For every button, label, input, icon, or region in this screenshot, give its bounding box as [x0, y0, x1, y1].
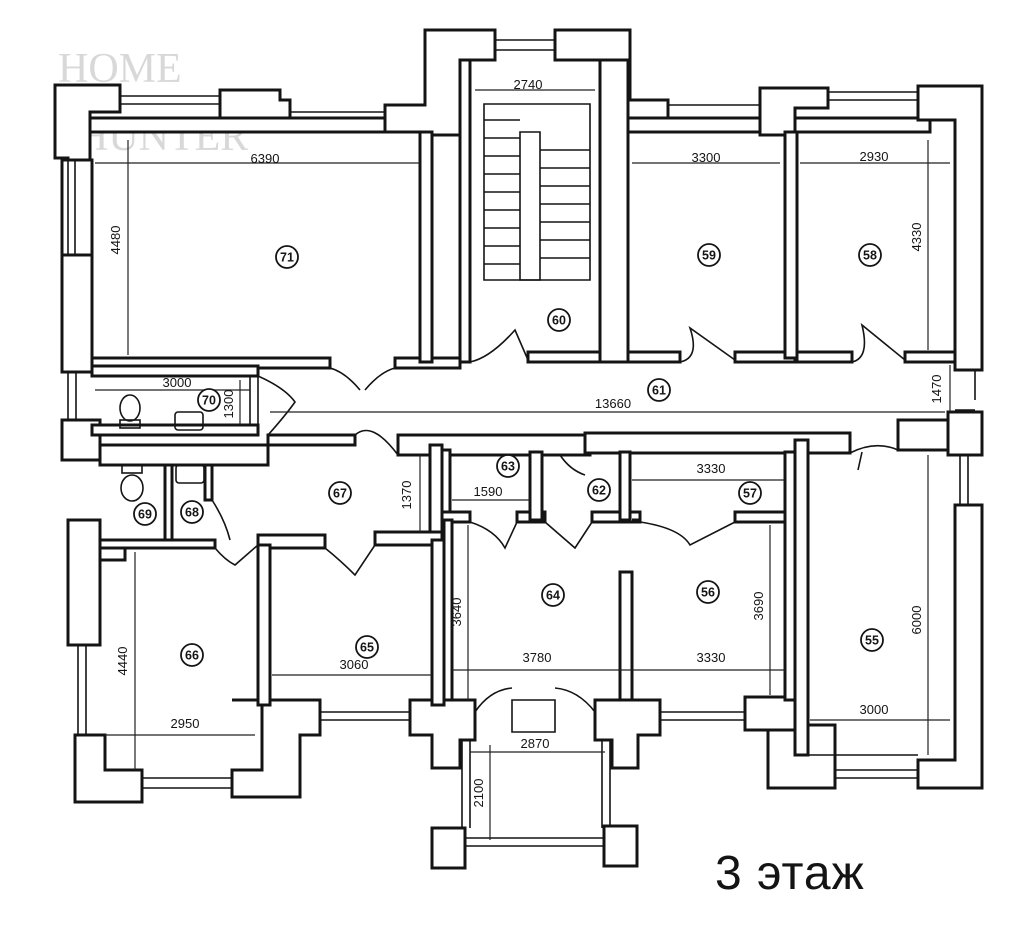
room-circle — [738, 481, 762, 505]
room-marker-65: 65 — [355, 635, 379, 659]
room-marker-60: 60 — [547, 308, 571, 332]
room-marker-68: 68 — [180, 500, 204, 524]
room-circle — [180, 643, 204, 667]
room-number: 70 — [202, 394, 216, 408]
sink-icon — [174, 411, 204, 431]
dimension-label-d1470: 1470 — [929, 375, 944, 404]
dimension-lines — [95, 89, 951, 840]
doors — [211, 322, 906, 713]
dimension-label-d3000b: 3000 — [860, 702, 889, 717]
dimension-label-d1590: 1590 — [474, 484, 503, 499]
room-circle — [180, 500, 204, 524]
room-circle — [860, 628, 884, 652]
dimension-label-d2870: 2870 — [521, 736, 550, 751]
dimension-label-d1300: 1300 — [221, 390, 236, 419]
room-number: 60 — [552, 314, 566, 328]
room-marker-63: 63 — [496, 454, 520, 478]
room-marker-56: 56 — [696, 580, 720, 604]
room-circle — [328, 481, 352, 505]
room-circle — [133, 502, 157, 526]
room-circle — [496, 454, 520, 478]
dimension-label-d3330a: 3330 — [697, 461, 726, 476]
dimension-label-d3330b: 3330 — [697, 650, 726, 665]
dimension-label-d4440: 4440 — [115, 647, 130, 676]
dimension-label-d3690: 3690 — [751, 592, 766, 621]
dimension-label-d3060: 3060 — [340, 657, 369, 672]
room-circle — [696, 580, 720, 604]
room-number: 56 — [701, 586, 715, 600]
room-number: 67 — [333, 487, 347, 501]
dimension-label-d4330: 4330 — [909, 223, 924, 252]
room-number: 69 — [138, 508, 152, 522]
room-marker-59: 59 — [697, 243, 721, 267]
fixtures — [119, 394, 205, 502]
dimension-label-d1370: 1370 — [399, 481, 414, 510]
dimension-label-d13660: 13660 — [595, 396, 631, 411]
sink-icon — [175, 464, 205, 484]
dimension-label-d2950: 2950 — [171, 716, 200, 731]
toilet-icon — [120, 474, 144, 502]
toilet-tank-icon — [121, 464, 143, 474]
room-number: 58 — [863, 249, 877, 263]
room-circle — [587, 478, 611, 502]
room-number: 55 — [865, 634, 879, 648]
room-marker-58: 58 — [858, 243, 882, 267]
room-marker-62: 62 — [587, 478, 611, 502]
dimension-label-d3300: 3300 — [692, 150, 721, 165]
room-number: 71 — [280, 251, 294, 265]
room-marker-66: 66 — [180, 643, 204, 667]
room-number: 61 — [652, 384, 666, 398]
floor-label: 3 этаж — [715, 847, 865, 900]
room-marker-61: 61 — [647, 378, 671, 402]
room-number: 66 — [185, 649, 199, 663]
room-markers: 71 60 59 58 70 61 63 62 57 67 69 68 64 56 55 66 65 — [133, 243, 884, 667]
room-circle — [355, 635, 379, 659]
room-circle — [547, 308, 571, 332]
dimension-label-d6390: 6390 — [251, 151, 280, 166]
room-number: 65 — [360, 641, 374, 655]
room-number: 62 — [592, 484, 606, 498]
room-circle — [541, 583, 565, 607]
room-marker-67: 67 — [328, 481, 352, 505]
dimension-label-d3640: 3640 — [449, 598, 464, 627]
room-circle — [647, 378, 671, 402]
room-number: 64 — [546, 589, 560, 603]
dimension-label-d3780: 3780 — [523, 650, 552, 665]
dimension-labels: 6390 4480 2740 3300 2930 4330 3000 1300 13660 147… — [108, 77, 944, 807]
room-circle — [275, 245, 299, 269]
toilet-icon — [119, 394, 141, 422]
room-marker-57: 57 — [738, 481, 762, 505]
dimension-label-d4480: 4480 — [108, 226, 123, 255]
dimension-label-d6000: 6000 — [909, 606, 924, 635]
room-number: 68 — [185, 506, 199, 520]
interior-walls — [90, 58, 957, 757]
room-marker-55: 55 — [860, 628, 884, 652]
room-marker-69: 69 — [133, 502, 157, 526]
room-marker-70: 70 — [197, 388, 221, 412]
room-number: 59 — [702, 249, 716, 263]
room-marker-64: 64 — [541, 583, 565, 607]
toilet-tank-icon — [119, 419, 141, 429]
room-circle — [197, 388, 221, 412]
room-marker-71: 71 — [275, 245, 299, 269]
room-number: 63 — [501, 460, 515, 474]
room-circle — [858, 243, 882, 267]
room-circle — [697, 243, 721, 267]
dimension-label-d2930: 2930 — [860, 149, 889, 164]
dimension-label-d2740: 2740 — [514, 77, 543, 92]
dimension-label-d3000a: 3000 — [163, 375, 192, 390]
room-number: 57 — [743, 487, 757, 501]
dimension-label-d2100: 2100 — [471, 779, 486, 808]
